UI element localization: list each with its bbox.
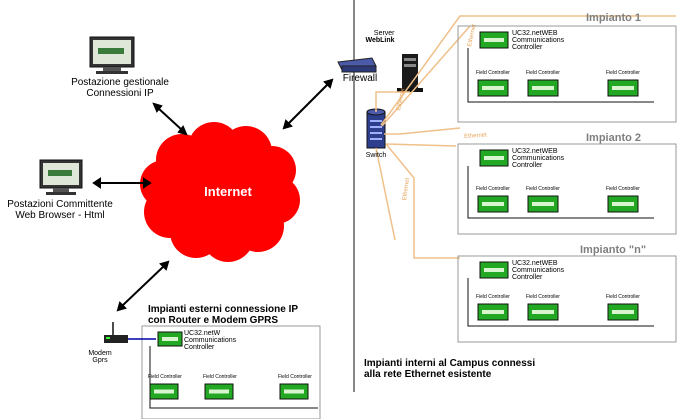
monitor-icon-gestionale — [89, 36, 135, 74]
internet-cloud — [140, 122, 300, 262]
controller-display — [482, 310, 504, 314]
arrow-gestionale-internet — [152, 102, 188, 136]
field-bus-wire — [467, 48, 654, 103]
arrow-modem-internet — [116, 260, 170, 312]
impianto-box-2 — [457, 143, 677, 235]
controller-display — [532, 310, 554, 314]
modem-icon — [104, 322, 128, 343]
arrow-firewall-internet — [282, 78, 334, 130]
controller-display — [532, 202, 554, 206]
controller-display — [612, 202, 634, 206]
firewall-icon — [337, 57, 377, 73]
controller-display — [209, 389, 229, 394]
controller-display — [532, 86, 554, 90]
arrow-committente-internet — [92, 177, 152, 189]
controller-display — [484, 268, 504, 272]
esterni-box — [141, 325, 321, 419]
ethernet-cables — [375, 15, 676, 259]
controller-display — [612, 310, 634, 314]
monitor-icon-committente — [39, 159, 83, 195]
communications-controllers — [149, 31, 654, 409]
controller-display — [162, 337, 178, 341]
controller-display — [154, 389, 174, 394]
controller-display — [482, 202, 504, 206]
controller-display — [612, 86, 634, 90]
field-bus-wire — [467, 278, 654, 327]
server-icon — [397, 54, 423, 92]
field-bus-wire — [149, 346, 318, 409]
controller-display — [482, 86, 504, 90]
controller-display — [484, 38, 504, 42]
impianto-box-1 — [457, 25, 677, 123]
controller-display — [484, 156, 504, 160]
switch-icon — [366, 108, 386, 149]
impianto-box-n — [457, 255, 677, 343]
field-bus-wire — [467, 166, 654, 219]
controller-display — [284, 389, 304, 394]
